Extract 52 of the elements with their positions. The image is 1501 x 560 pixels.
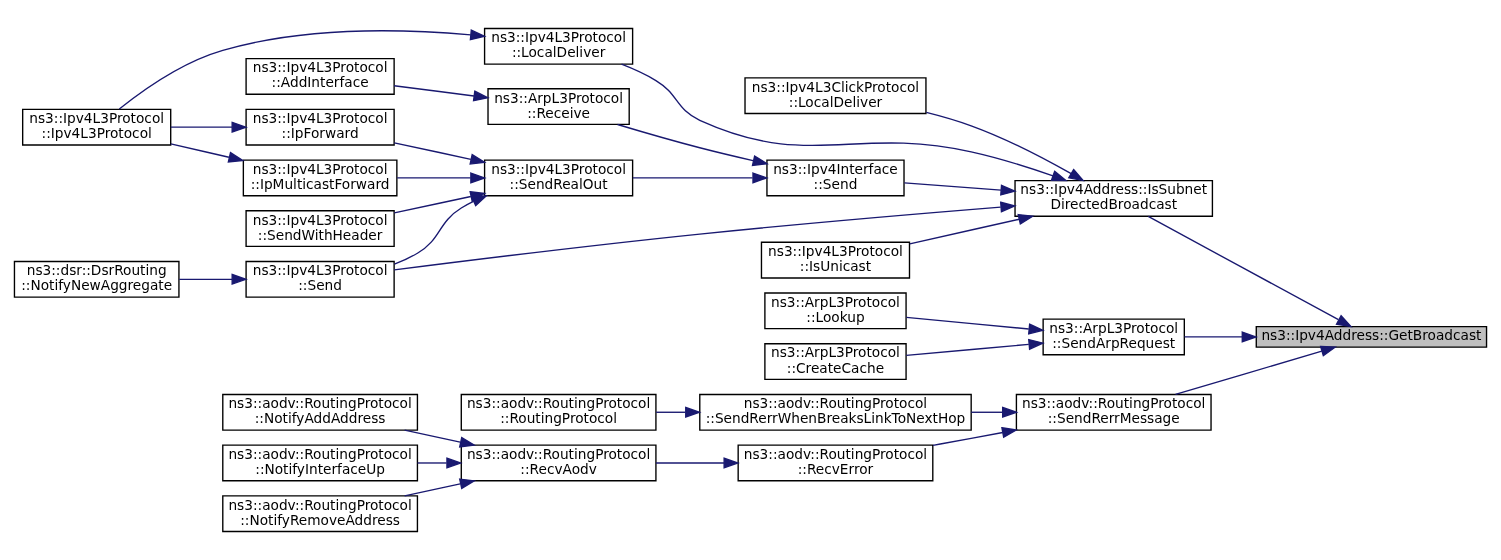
node-box: ns3::Ipv4L3Protocol ::IpMulticastForward xyxy=(242,159,398,197)
node-box: ns3::aodv::RoutingProtocol ::SendRerrMessage xyxy=(1015,393,1212,431)
node-box: ns3::Ipv4L3Protocol ::Ipv4L3Protocol xyxy=(22,108,172,146)
arrow xyxy=(403,429,477,448)
node-box: ns3::aodv::RoutingProtocol ::SendRerrWhenBreaksLinkToNextHop xyxy=(699,393,972,431)
arrow xyxy=(970,406,1019,419)
node-box: ns3::Ipv4L3Protocol ::IsUnicast xyxy=(760,241,911,279)
node-box: ns3::aodv::RoutingProtocol ::RoutingProtocol xyxy=(460,393,657,431)
node-box: ns3::Ipv4L3Protocol ::SendRealOut xyxy=(483,159,634,197)
arrow xyxy=(632,172,769,184)
node-box: ns3::ArpL3Protocol ::Lookup xyxy=(764,292,907,330)
node-box: ns3::Ipv4L3Protocol ::IpForward xyxy=(245,108,395,146)
node-box: ns3::aodv::RoutingProtocol ::NotifyRemoveAddress xyxy=(222,495,419,533)
arrow xyxy=(403,478,477,497)
node-box: ns3::Ipv4L3ClickProtocol ::LocalDeliver xyxy=(744,77,927,115)
node-box: ns3::dsr::DsrRouting ::NotifyNewAggregate xyxy=(13,260,180,298)
arrow xyxy=(903,182,1017,196)
arrow xyxy=(416,457,463,469)
arrow xyxy=(1147,215,1353,328)
arrow xyxy=(655,406,702,419)
arrow xyxy=(393,142,487,165)
node-box: ns3::Ipv4Interface ::Send xyxy=(766,159,905,197)
arrow xyxy=(932,426,1019,447)
node-box: ns3::Ipv4L3Protocol ::AddInterface xyxy=(245,57,395,95)
arrow xyxy=(1174,345,1338,396)
arrow xyxy=(655,457,740,469)
node-box: ns3::aodv::RoutingProtocol ::NotifyAddAddress xyxy=(222,393,419,431)
arrow xyxy=(118,29,487,110)
node-box: ns3::Ipv4L3Protocol ::Send xyxy=(245,260,395,298)
arrow xyxy=(170,143,245,163)
node-box: ns3::ArpL3Protocol ::Receive xyxy=(487,88,630,126)
arrow xyxy=(620,63,1068,182)
node-box: ns3::aodv::RoutingProtocol ::NotifyInterfaceUp xyxy=(222,444,419,482)
node-box: ns3::Ipv4Address::GetBroadcast xyxy=(1255,325,1488,348)
node-box: ns3::Ipv4L3Protocol ::LocalDeliver xyxy=(483,27,634,65)
arrow xyxy=(616,123,769,167)
arrow xyxy=(396,172,487,184)
arrow xyxy=(178,273,248,286)
node-box: ns3::Ipv4L3Protocol ::SendWithHeader xyxy=(245,210,395,248)
arrow xyxy=(170,121,248,133)
node-box: ns3::ArpL3Protocol ::CreateCache xyxy=(764,343,907,381)
arrow xyxy=(393,201,1017,271)
arrow xyxy=(925,111,1085,182)
arrow xyxy=(1183,331,1259,343)
node-box: ns3::Ipv4Address::IsSubnet DirectedBroadcast xyxy=(1014,179,1214,217)
arrow xyxy=(393,85,490,102)
node-box: ns3::ArpL3Protocol ::SendArpRequest xyxy=(1042,318,1185,356)
node-box: ns3::aodv::RoutingProtocol ::RecvAodv xyxy=(460,444,657,482)
arrow xyxy=(909,213,1035,245)
arrow xyxy=(905,338,1045,356)
node-box: ns3::aodv::RoutingProtocol ::RecvError xyxy=(737,444,934,482)
arrow xyxy=(905,316,1045,335)
